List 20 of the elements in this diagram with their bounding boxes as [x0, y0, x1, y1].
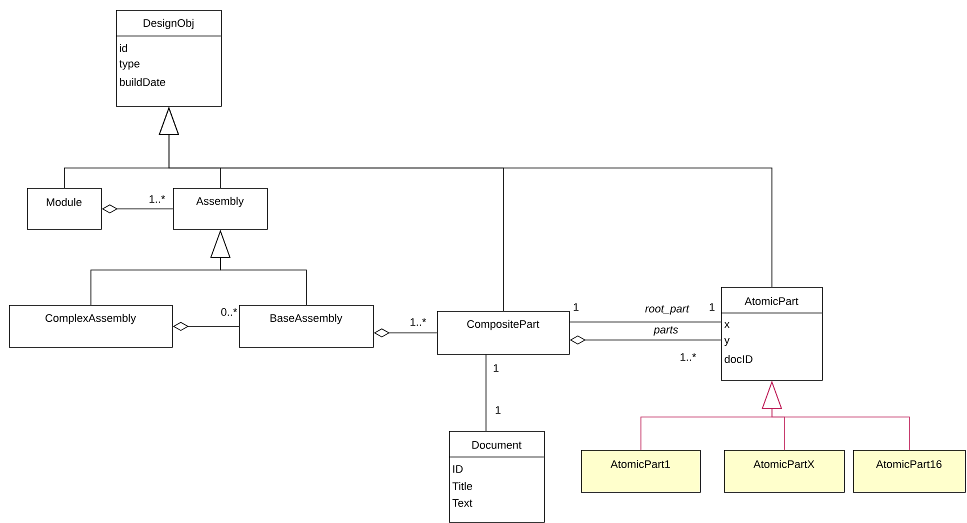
class-box: Module — [27, 188, 102, 230]
class-box: Assembly — [173, 188, 268, 230]
multiplicity-label: 0..* — [221, 308, 238, 316]
multiplicity-label: 1 — [496, 406, 501, 414]
class-box: AtomicPart x y docID — [720, 287, 823, 381]
edge-label: parts — [652, 325, 680, 337]
class-box: Document ID Title Text — [448, 431, 545, 523]
class-box: ComplexAssembly — [9, 305, 173, 348]
multiplicity-label: 1 — [574, 303, 579, 311]
edge-label: root_part — [644, 304, 690, 316]
multiplicity-label: 1 — [494, 364, 499, 372]
multiplicity-label: 1..* — [680, 353, 696, 361]
class-box: AtomicPartX — [724, 450, 845, 493]
class-box: DesignObj id type buildDate — [116, 10, 222, 107]
class-box: AtomicPart16 — [853, 450, 966, 493]
multiplicity-label: 1..* — [150, 195, 166, 203]
class-box: AtomicPart1 — [581, 450, 701, 493]
class-box: BaseAssembly — [239, 305, 374, 348]
multiplicity-label: 1..* — [410, 318, 426, 326]
class-box: CompositePart — [437, 311, 570, 355]
